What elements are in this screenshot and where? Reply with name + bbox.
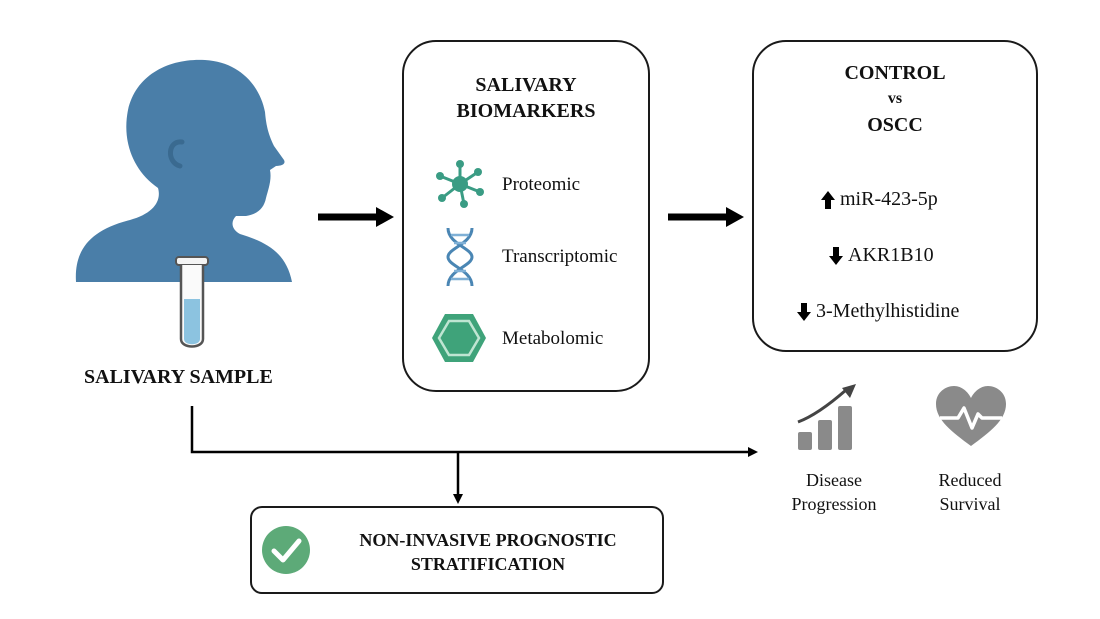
person-head-silhouette: [75, 59, 292, 282]
metabolomic-label: Metabolomic: [502, 328, 604, 349]
marker-mir-423-5p: miR-423-5p: [820, 188, 938, 211]
heartbeat-icon: [936, 386, 1006, 446]
biomarkers-title: SALIVARY BIOMARKERS: [404, 72, 648, 124]
comparison-title: CONTROL vs OSCC: [754, 60, 1036, 138]
marker-akr1b10: AKR1B10: [828, 244, 934, 267]
marker-label: 3-Methylhistidine: [816, 300, 960, 322]
marker-3-methylhistidine: 3-Methylhistidine: [796, 300, 959, 323]
salivary-biomarkers-panel: SALIVARY BIOMARKERS Proteomic Transcript…: [402, 40, 650, 392]
arrow-up-icon: [821, 190, 835, 209]
outcome-line: Progression: [791, 494, 877, 514]
arrow-down-icon: [797, 302, 811, 321]
control-vs-oscc-panel: CONTROL vs OSCC miR-423-5p AKR1B10 3-Met…: [752, 40, 1038, 352]
biomarkers-title-line1: SALIVARY: [475, 74, 577, 96]
arrow-down-icon: [829, 246, 843, 265]
salivary-sample-label: SALIVARY SAMPLE: [84, 366, 273, 388]
outcome-line: Reduced: [938, 470, 1002, 490]
stratification-line2: STRATIFICATION: [410, 554, 566, 574]
outcome-line: Survival: [939, 494, 1001, 514]
marker-label: miR-423-5p: [840, 188, 938, 210]
test-tube-icon: [175, 256, 209, 348]
proteomic-label: Proteomic: [502, 174, 581, 195]
stratification-text: NON-INVASIVE PROGNOSTIC STRATIFICATION: [318, 528, 658, 576]
comparison-title-oscc: OSCC: [867, 114, 923, 136]
arrow-to-biomarkers: [318, 207, 394, 227]
bar-chart-trend-icon: [797, 384, 856, 450]
comparison-title-control: CONTROL: [844, 62, 946, 84]
disease-progression-label: Disease Progression: [764, 468, 904, 516]
biomarkers-title-line2: BIOMARKERS: [456, 100, 596, 122]
reduced-survival-label: Reduced Survival: [900, 468, 1040, 516]
dna-icon: [446, 227, 474, 287]
protein-icon: [436, 160, 484, 208]
transcriptomic-label: Transcriptomic: [502, 246, 618, 267]
outcome-line: Disease: [806, 470, 862, 490]
hexagon-icon: [432, 314, 486, 362]
prognostic-stratification-panel: NON-INVASIVE PROGNOSTIC STRATIFICATION: [250, 506, 664, 594]
marker-label: AKR1B10: [848, 244, 934, 266]
comparison-title-vs: vs: [887, 90, 903, 107]
arrow-to-comparison: [668, 207, 744, 227]
stratification-line1: NON-INVASIVE PROGNOSTIC: [359, 530, 617, 550]
checkmark-icon: [262, 526, 310, 574]
